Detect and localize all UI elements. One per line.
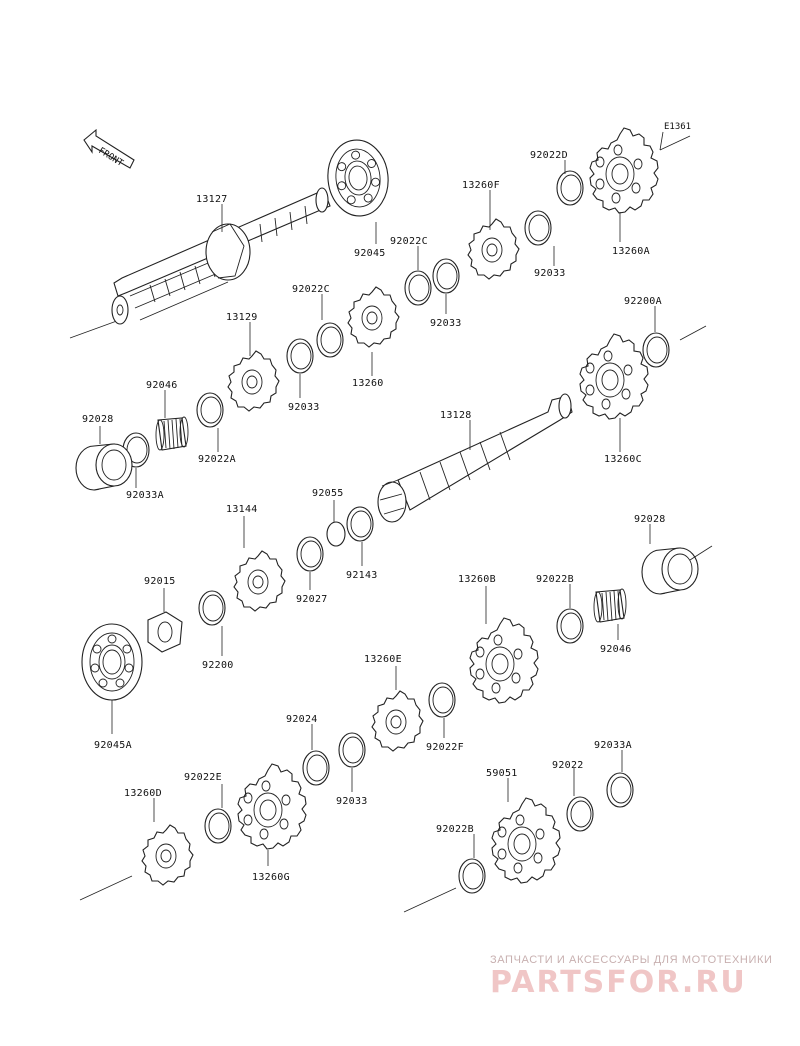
diagram-code: E1361	[664, 122, 691, 132]
washer-92200-drawing	[198, 590, 226, 626]
label-13129[interactable]: 13129	[226, 312, 258, 323]
gear-13260-drawing	[347, 286, 400, 348]
bearing-92045a-drawing	[81, 623, 143, 701]
ring-92033-1-drawing	[432, 258, 460, 294]
label-92022f[interactable]: 92022F	[426, 742, 464, 753]
ring-92022b-1-drawing	[556, 608, 584, 644]
cup-92028-1-drawing	[75, 443, 133, 491]
leader-lines	[99, 131, 664, 866]
gear-13260g-drawing	[237, 763, 307, 850]
label-92015[interactable]: 92015	[144, 576, 176, 587]
label-92033-2[interactable]: 92033	[430, 318, 462, 329]
label-92033-1[interactable]: 92033	[534, 268, 566, 279]
label-92022c-2[interactable]: 92022C	[292, 284, 330, 295]
ring-92022c-2-drawing	[316, 322, 344, 358]
ring-92022c-1-drawing	[404, 270, 432, 306]
ring-92022a-drawing	[196, 392, 224, 428]
label-92046-2[interactable]: 92046	[600, 644, 632, 655]
label-92028-2[interactable]: 92028	[634, 514, 666, 525]
gear-13260a-drawing	[589, 127, 659, 214]
needle-92046-2-drawing	[593, 588, 627, 623]
watermark: ЗАПЧАСТИ И АКСЕССУАРЫ ДЛЯ МОТОТЕХНИКИ PA…	[490, 954, 772, 1000]
gear-13260d-drawing	[141, 824, 194, 886]
collar-92027-drawing	[296, 536, 324, 572]
label-92045a[interactable]: 92045A	[94, 740, 132, 751]
label-92045[interactable]: 92045	[354, 248, 386, 259]
gear-13260c-drawing	[579, 333, 649, 420]
bearing-92045-drawing	[323, 136, 393, 220]
ring-92022f-drawing	[428, 682, 456, 718]
label-13127[interactable]: 13127	[196, 194, 228, 205]
shaft-13128-drawing	[377, 393, 573, 523]
label-92022d[interactable]: 92022D	[530, 150, 568, 161]
watermark-brand-logo: PARTSFOR.RU	[490, 965, 747, 1000]
label-92022[interactable]: 92022	[552, 760, 584, 771]
label-13260b[interactable]: 13260B	[458, 574, 496, 585]
ring-92033-3-drawing	[286, 338, 314, 374]
gear-59051-drawing	[491, 797, 561, 884]
label-92055[interactable]: 92055	[312, 488, 344, 499]
label-13260d[interactable]: 13260D	[124, 788, 162, 799]
label-13260[interactable]: 13260	[352, 378, 384, 389]
label-92027[interactable]: 92027	[296, 594, 328, 605]
ring-92022-drawing	[566, 796, 594, 832]
label-92022e[interactable]: 92022E	[184, 772, 222, 783]
label-92022c-1[interactable]: 92022C	[390, 236, 428, 247]
gear-13129-drawing	[227, 350, 280, 412]
watermark-tagline: ЗАПЧАСТИ И АКСЕССУАРЫ ДЛЯ МОТОТЕХНИКИ	[490, 954, 772, 966]
label-13260a[interactable]: 13260A	[612, 246, 650, 257]
label-92200a[interactable]: 92200A	[624, 296, 662, 307]
label-92033-3[interactable]: 92033	[288, 402, 320, 413]
label-92143[interactable]: 92143	[346, 570, 378, 581]
front-arrow-icon: FRONT	[83, 128, 135, 169]
label-92033-4[interactable]: 92033	[336, 796, 368, 807]
label-92022a[interactable]: 92022A	[198, 454, 236, 465]
label-13260f[interactable]: 13260F	[462, 180, 500, 191]
label-13260c[interactable]: 13260C	[604, 454, 642, 465]
gear-13260f-drawing	[467, 218, 520, 280]
ring-92024-drawing	[302, 750, 330, 786]
label-92046-1[interactable]: 92046	[146, 380, 178, 391]
sprocket-13144-drawing	[233, 550, 286, 612]
ring-92022e-drawing	[204, 808, 232, 844]
label-13128[interactable]: 13128	[440, 410, 472, 421]
cup-92028-2-drawing	[641, 547, 699, 595]
label-92028-1[interactable]: 92028	[82, 414, 114, 425]
label-92024[interactable]: 92024	[286, 714, 318, 725]
nut-92015-drawing	[147, 611, 183, 653]
label-92033a-2[interactable]: 92033A	[594, 740, 632, 751]
label-13260g[interactable]: 13260G	[252, 872, 290, 883]
ring-92143-drawing	[346, 506, 374, 542]
label-13144[interactable]: 13144	[226, 504, 258, 515]
label-92022b-1[interactable]: 92022B	[536, 574, 574, 585]
shaft-13127-drawing	[69, 187, 331, 339]
part-labels: 13127 92045 92022C 13260F 92022D 13260A …	[82, 150, 666, 883]
label-92022b-2[interactable]: 92022B	[436, 824, 474, 835]
ring-92022d-drawing	[556, 170, 584, 206]
label-59051[interactable]: 59051	[486, 768, 518, 779]
ring-92033-2-drawing	[524, 210, 552, 246]
label-92200[interactable]: 92200	[202, 660, 234, 671]
ring-92200a-drawing	[642, 332, 670, 368]
ring-92022b-2-drawing	[458, 858, 486, 894]
ring-92033a-2-drawing	[606, 772, 634, 808]
gear-13260e-drawing	[371, 690, 424, 752]
label-13260e[interactable]: 13260E	[364, 654, 402, 665]
needle-92046-1-drawing	[155, 416, 189, 451]
ring-92033-4-drawing	[338, 732, 366, 768]
oring-92055-drawing	[326, 521, 346, 547]
gear-13260b-drawing	[469, 617, 539, 704]
label-92033a-1[interactable]: 92033A	[126, 490, 164, 501]
